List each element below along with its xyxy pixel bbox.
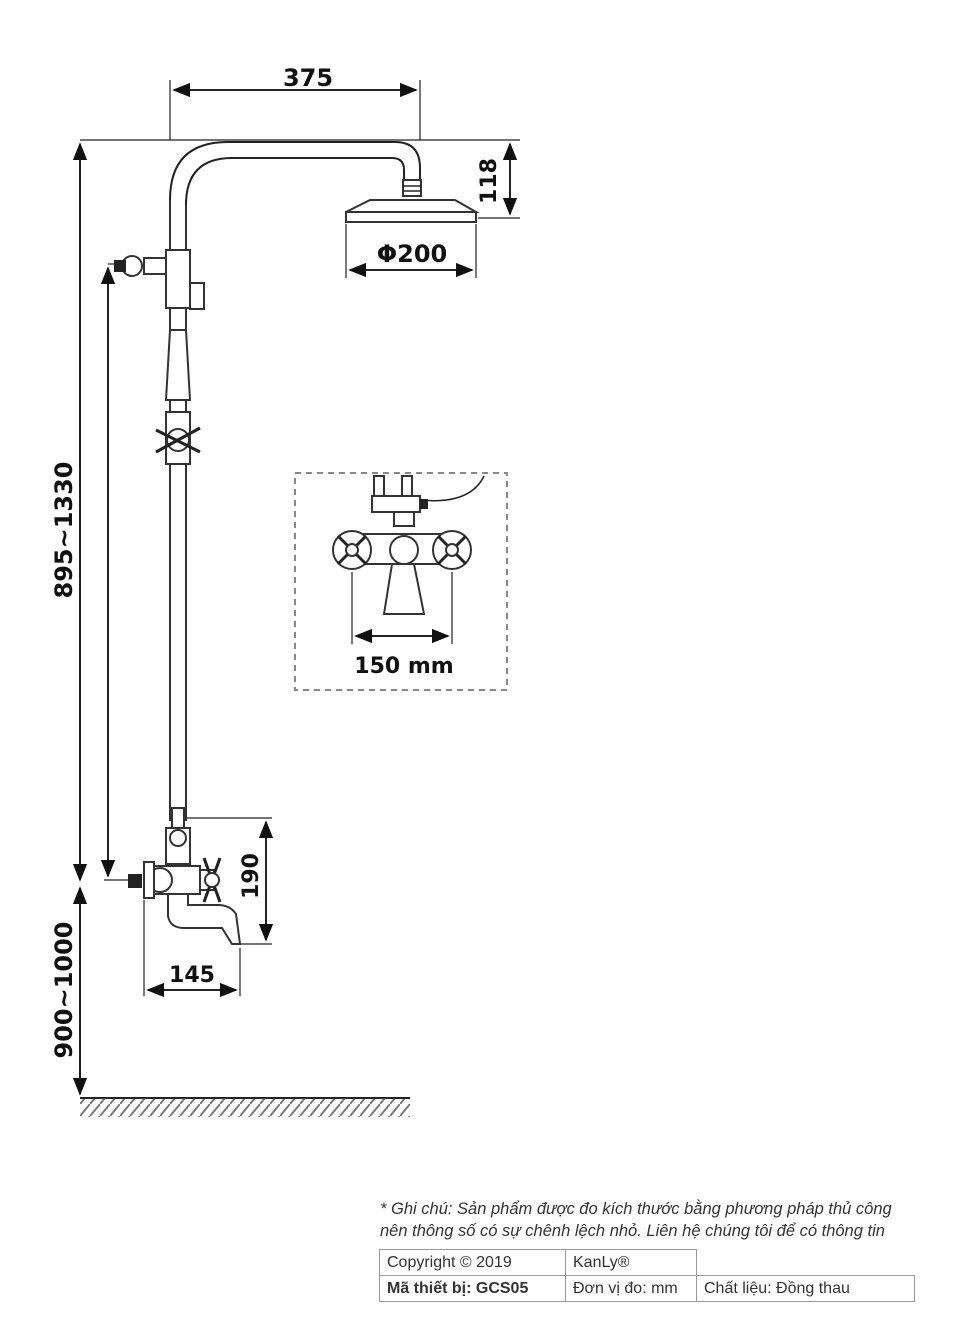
unit-cell: Đơn vị đo: mm bbox=[565, 1275, 697, 1302]
dim-arm-length: 375 bbox=[283, 64, 333, 92]
info-row-1: Copyright © 2019 KanLy® bbox=[379, 1249, 915, 1276]
shower-column bbox=[114, 141, 480, 945]
note-line-2: nên thông số có sự chênh lệch nhỏ. Liên … bbox=[380, 1222, 885, 1240]
info-table: Copyright © 2019 KanLy® Mã thiết bị: GCS… bbox=[379, 1249, 915, 1302]
dimension-lines bbox=[72, 80, 520, 1096]
mixer-detail-inset bbox=[294, 472, 508, 691]
dim-head-diameter: Φ200 bbox=[377, 240, 448, 268]
dim-spout-length: 145 bbox=[169, 963, 215, 988]
dim-inset-spacing: 150 mm bbox=[354, 654, 453, 679]
copyright-cell: Copyright © 2019 bbox=[379, 1249, 566, 1276]
brand-cell: KanLy® bbox=[565, 1249, 697, 1276]
dim-head-height: 118 bbox=[477, 158, 502, 204]
info-row-2: Mã thiết bị: GCS05 Đơn vị đo: mm Chất li… bbox=[379, 1275, 915, 1302]
floor-hatch bbox=[80, 1097, 410, 1117]
empty-cell bbox=[696, 1249, 915, 1276]
dim-valve-height: 190 bbox=[239, 853, 264, 899]
dim-floor-height: 900~1000 bbox=[50, 921, 78, 1058]
note-line-1: * Ghi chú: Sản phẩm được đo kích thước b… bbox=[380, 1200, 892, 1218]
material-cell: Chất liệu: Đồng thau bbox=[696, 1275, 915, 1302]
model-cell: Mã thiết bị: GCS05 bbox=[379, 1275, 566, 1302]
measurement-note: * Ghi chú: Sản phẩm được đo kích thước b… bbox=[380, 1198, 940, 1242]
dim-total-height: 895~1330 bbox=[50, 461, 78, 598]
